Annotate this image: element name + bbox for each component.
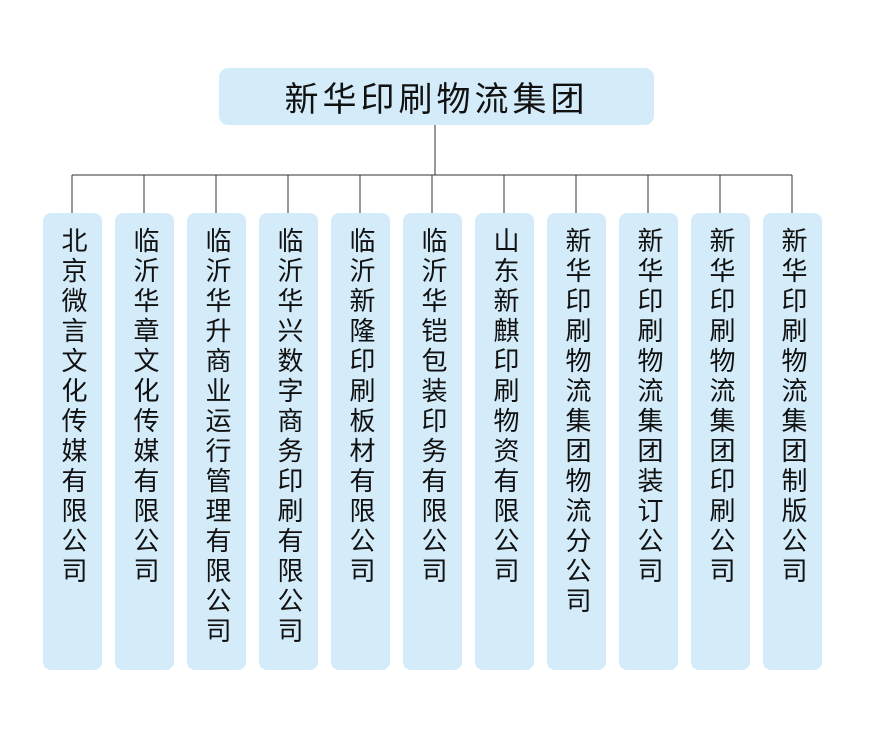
child-node-label: 临沂华铠包装印务有限公司 bbox=[417, 227, 447, 587]
child-node-label: 临沂华章文化传媒有限公司 bbox=[129, 227, 159, 587]
child-node: 临沂新隆印刷板材有限公司 bbox=[330, 213, 390, 670]
child-node: 新华印刷物流集团印刷公司 bbox=[690, 213, 750, 670]
child-node: 临沂华升商业运行管理有限公司 bbox=[186, 213, 246, 670]
child-node-label: 山东新麒印刷物资有限公司 bbox=[489, 227, 519, 587]
child-node-label: 临沂华兴数字商务印刷有限公司 bbox=[273, 227, 303, 647]
child-node-label: 临沂新隆印刷板材有限公司 bbox=[345, 227, 375, 587]
child-node-label: 临沂华升商业运行管理有限公司 bbox=[201, 227, 231, 647]
child-node: 新华印刷物流集团物流分公司 bbox=[546, 213, 606, 670]
root-node: 新华印刷物流集团 bbox=[219, 68, 654, 125]
child-node-label: 新华印刷物流集团装订公司 bbox=[633, 227, 663, 587]
drop-lines bbox=[71, 175, 793, 213]
root-node-label: 新华印刷物流集团 bbox=[284, 80, 589, 120]
child-node: 新华印刷物流集团装订公司 bbox=[618, 213, 678, 670]
child-node: 新华印刷物流集团制版公司 bbox=[762, 213, 822, 670]
child-node: 临沂华章文化传媒有限公司 bbox=[114, 213, 174, 670]
child-node-label: 北京微言文化传媒有限公司 bbox=[57, 227, 87, 587]
child-node-label: 新华印刷物流集团物流分公司 bbox=[561, 227, 591, 617]
child-node: 山东新麒印刷物资有限公司 bbox=[474, 213, 534, 670]
child-node-label: 新华印刷物流集团印刷公司 bbox=[705, 227, 735, 587]
child-node-label: 新华印刷物流集团制版公司 bbox=[777, 227, 807, 587]
child-node: 临沂华兴数字商务印刷有限公司 bbox=[258, 213, 318, 670]
child-node: 临沂华铠包装印务有限公司 bbox=[402, 213, 462, 670]
child-node: 北京微言文化传媒有限公司 bbox=[42, 213, 102, 670]
